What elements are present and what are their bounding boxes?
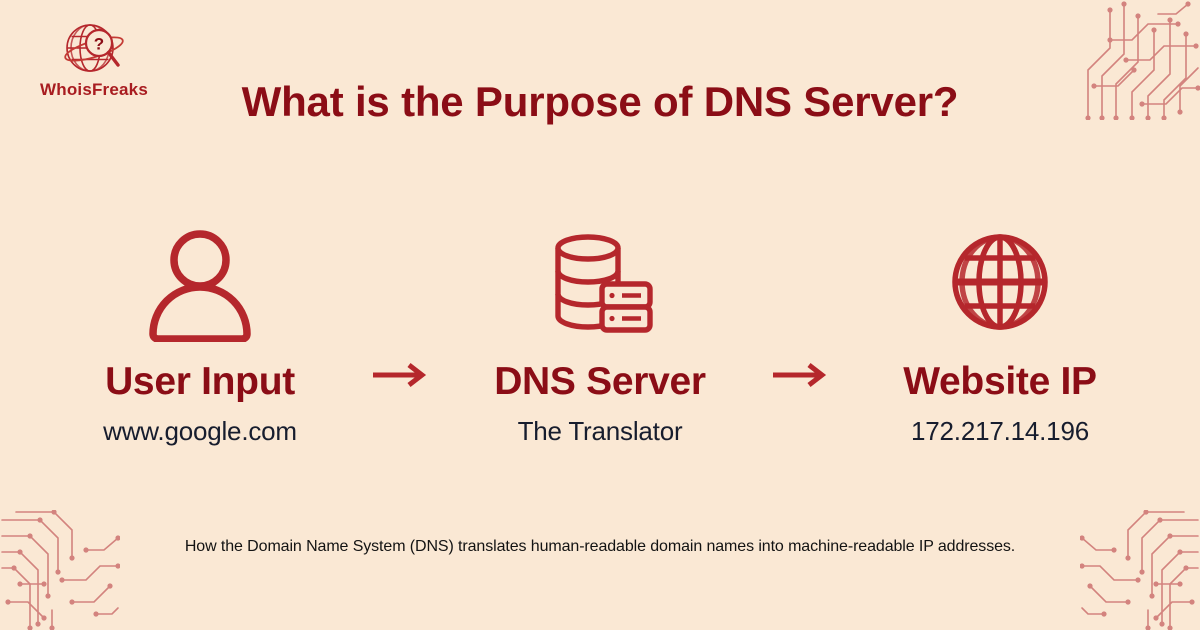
- globe-icon: [952, 234, 1048, 330]
- footer-caption: How the Domain Name System (DNS) transla…: [184, 538, 1016, 555]
- flow-step-icon: [850, 222, 1150, 342]
- globe-magnifier-question-icon: ?: [64, 24, 124, 72]
- flow-arrow-1: [350, 222, 450, 390]
- flow-step-sublabel: www.google.com: [103, 415, 297, 446]
- flow-step-user-input: User Input www.google.com: [50, 222, 350, 447]
- flow-step-sublabel: 172.217.14.196: [911, 415, 1089, 446]
- flow-step-icon: [50, 222, 350, 342]
- flow-arrow-2: [750, 222, 850, 390]
- flow-step-icon: [450, 222, 750, 342]
- brand-name: WhoisFreaks: [39, 80, 148, 99]
- arrow-right-icon: [373, 363, 427, 387]
- flow-step-dns-server: DNS Server The Translator: [450, 222, 750, 447]
- brand-logo[interactable]: ? WhoisFreaks: [34, 18, 154, 100]
- flow-step-label: Website IP: [903, 360, 1097, 403]
- dns-flow-diagram: User Input www.google.com: [0, 222, 1200, 462]
- arrow-right-icon: [773, 363, 827, 387]
- flow-step-website-ip: Website IP 172.217.14.196: [850, 222, 1150, 447]
- circuit-pattern-bottom-left-icon: [1, 510, 120, 630]
- flow-step-label: User Input: [105, 360, 295, 403]
- flow-step-sublabel: The Translator: [517, 415, 683, 446]
- flow-step-label: DNS Server: [494, 360, 706, 403]
- svg-text:?: ?: [94, 35, 104, 54]
- page-title: What is the Purpose of DNS Server?: [241, 78, 959, 125]
- database-server-icon: [555, 234, 653, 333]
- circuit-pattern-bottom-right-icon: [1080, 510, 1199, 630]
- user-icon: [149, 230, 251, 342]
